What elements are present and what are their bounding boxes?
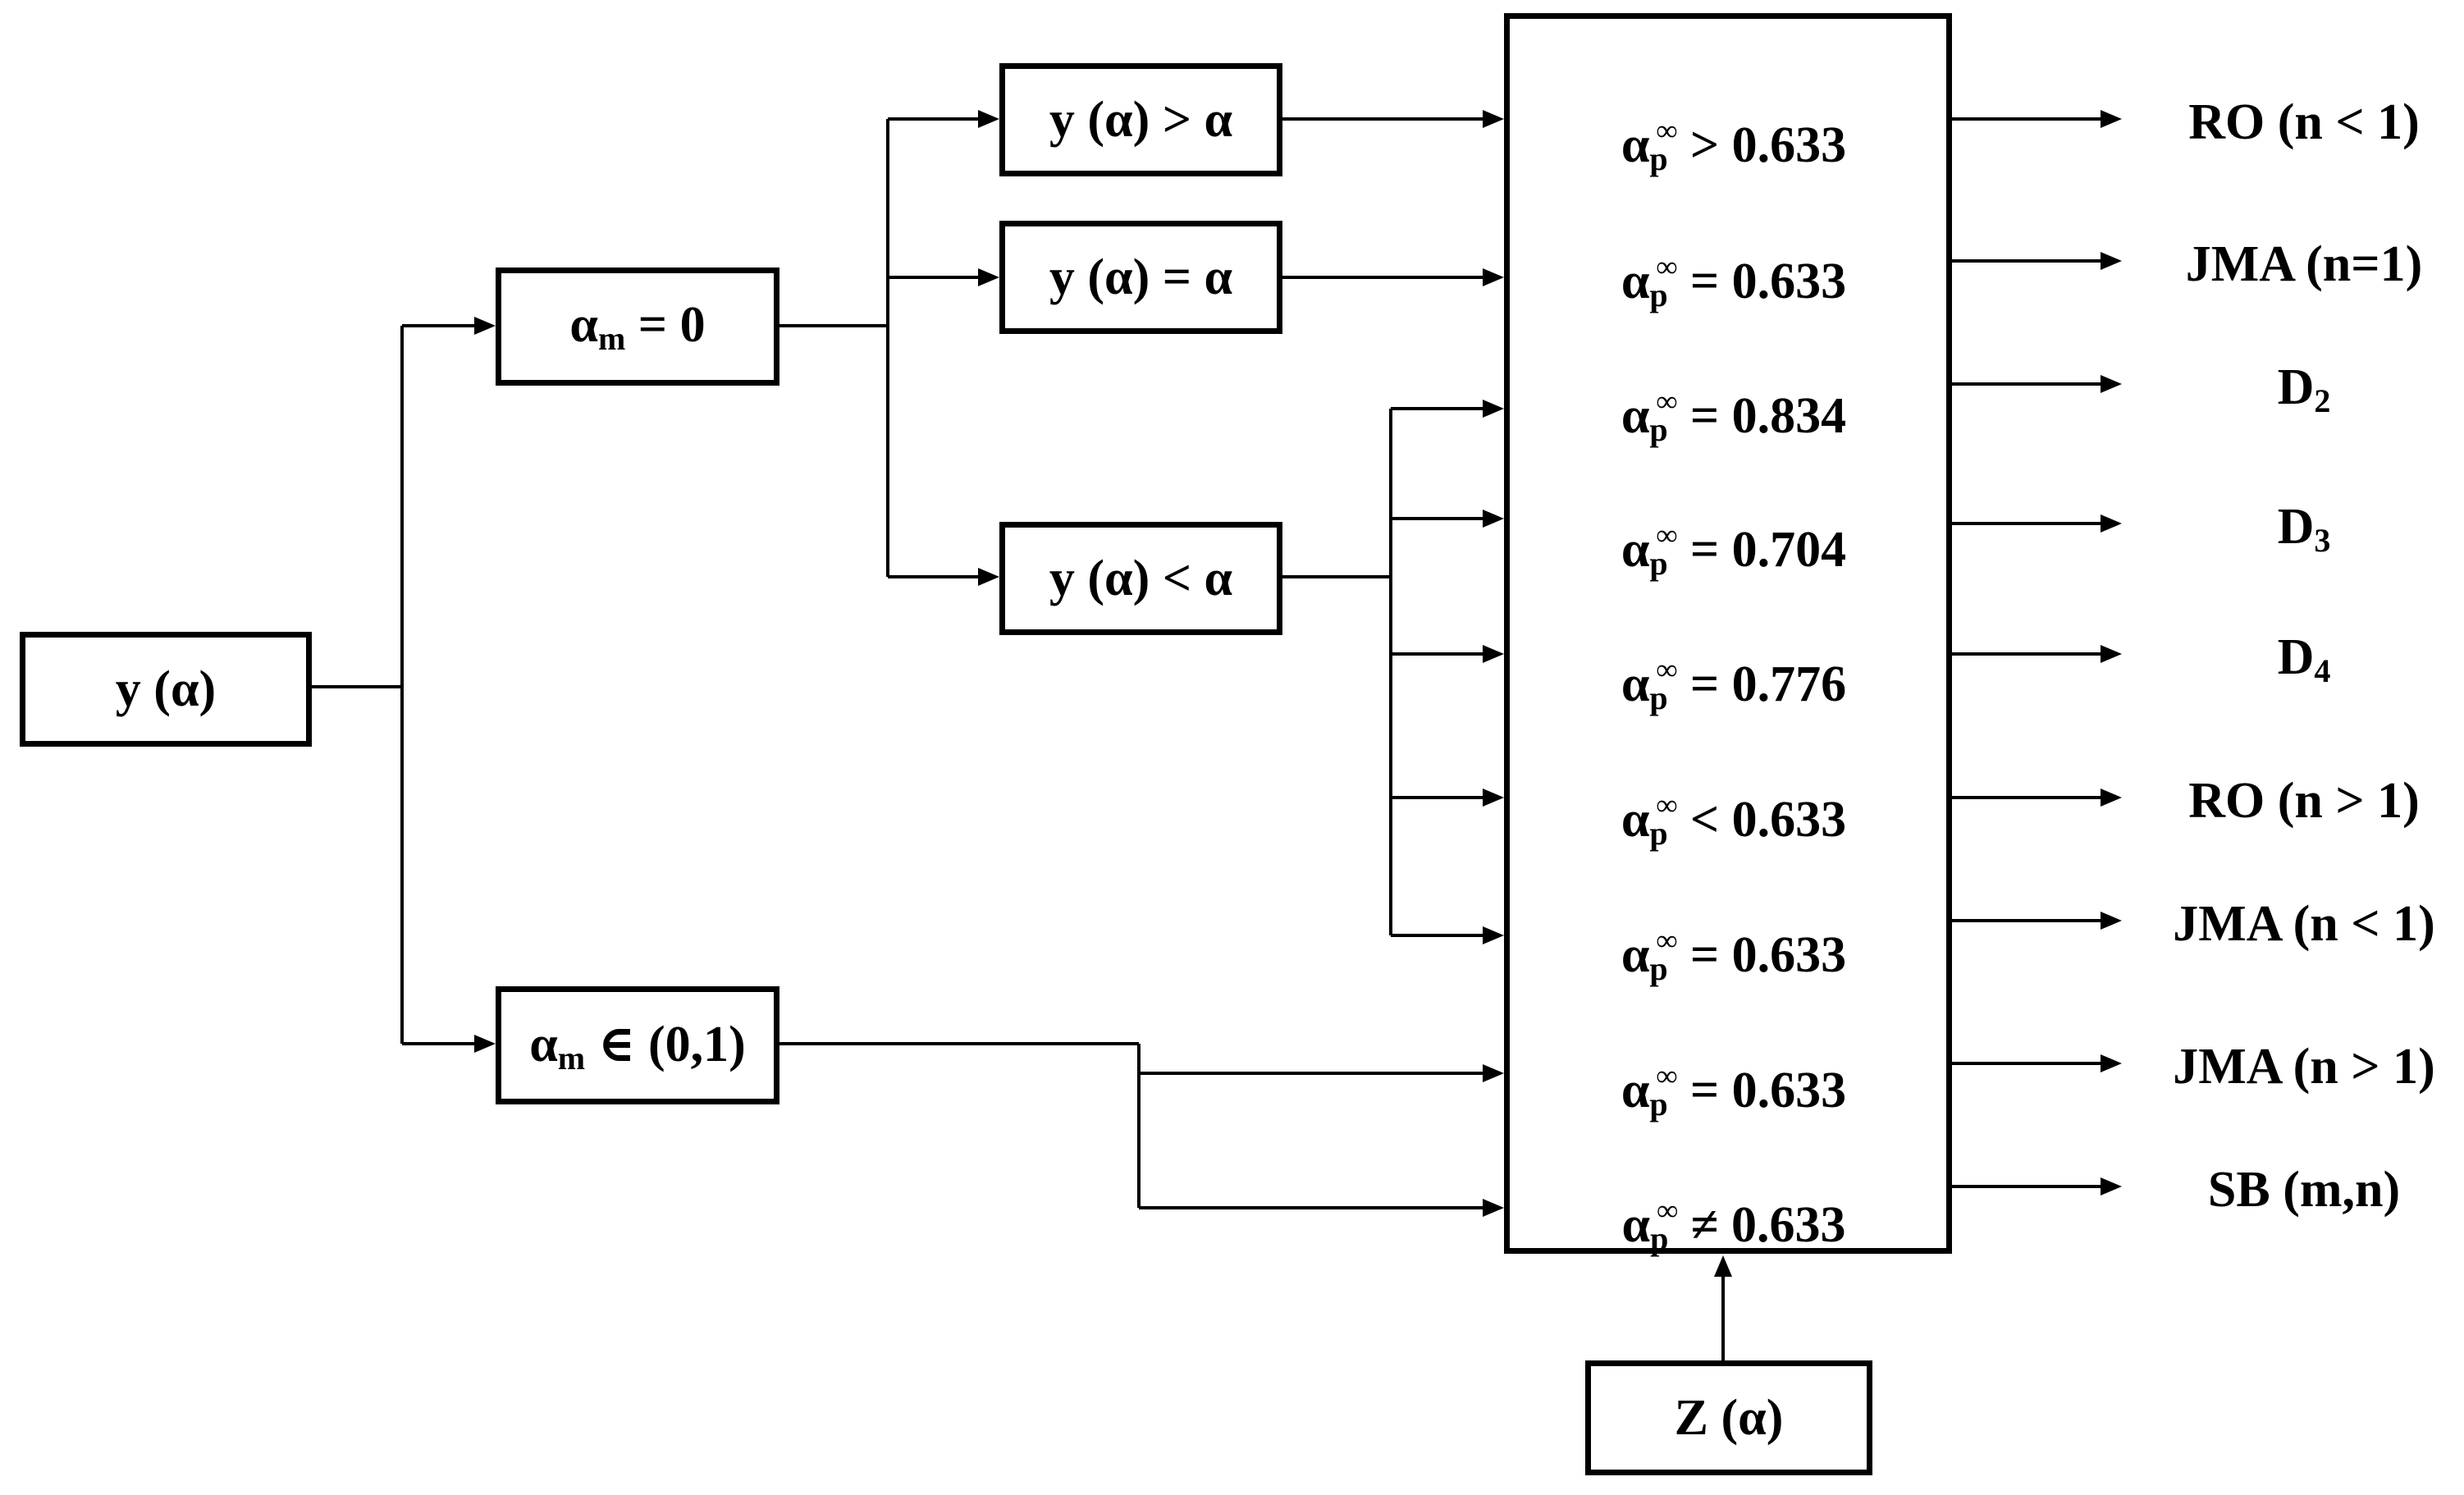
alpha-m-interval-box: αm ∈ (0,1) xyxy=(496,986,779,1104)
result-label: D4 xyxy=(2277,629,2331,689)
alpha-p-criteria-box: αp∞ > 0.633 αp∞ = 0.633 αp∞ = 0.834 αp∞ … xyxy=(1504,13,1952,1255)
alpha-p-row: αp∞ = 0.633 xyxy=(1621,250,1847,313)
result-label: RO (n > 1) xyxy=(2188,773,2420,829)
alpha-p-row: αp∞ = 0.834 xyxy=(1621,385,1847,448)
y-equal-alpha-box: y (α) = α xyxy=(999,221,1282,334)
result-label: JMA (n < 1) xyxy=(2173,896,2435,952)
y-less-alpha-box: y (α) < α xyxy=(999,522,1282,635)
alpha-p-row: αp∞ > 0.633 xyxy=(1621,114,1847,177)
alpha-m-interval-label: αm ∈ (0,1) xyxy=(529,1017,746,1077)
result-label: JMA (n > 1) xyxy=(2173,1039,2435,1095)
result-label: D3 xyxy=(2277,499,2331,559)
result-label: RO (n < 1) xyxy=(2188,94,2420,150)
result-label: D2 xyxy=(2277,359,2331,419)
result-label: SB (m,n) xyxy=(2207,1162,2401,1218)
alpha-m-zero-box: αm = 0 xyxy=(496,267,779,386)
alpha-p-row: αp∞ = 0.776 xyxy=(1621,653,1847,716)
y-equal-alpha-label: y (α) = α xyxy=(1049,249,1233,305)
y-less-alpha-label: y (α) < α xyxy=(1049,550,1233,606)
alpha-p-row: αp∞ = 0.633 xyxy=(1621,924,1847,987)
alpha-p-row: αp∞ = 0.633 xyxy=(1621,1059,1847,1122)
z-alpha-input-box: Z (α) xyxy=(1585,1360,1872,1475)
alpha-p-row: αp∞ ≠ 0.633 xyxy=(1621,1194,1846,1257)
y-greater-alpha-box: y (α) > α xyxy=(999,63,1282,176)
z-alpha-label: Z (α) xyxy=(1674,1389,1784,1446)
y-alpha-input-box: y (α) xyxy=(20,632,312,747)
y-alpha-label: y (α) xyxy=(115,661,217,717)
alpha-m-zero-label: αm = 0 xyxy=(569,296,706,357)
y-greater-alpha-label: y (α) > α xyxy=(1049,91,1233,148)
alpha-p-row: αp∞ = 0.704 xyxy=(1621,519,1847,582)
result-label: JMA (n=1) xyxy=(2185,236,2423,292)
alpha-p-row: αp∞ < 0.633 xyxy=(1621,789,1847,852)
